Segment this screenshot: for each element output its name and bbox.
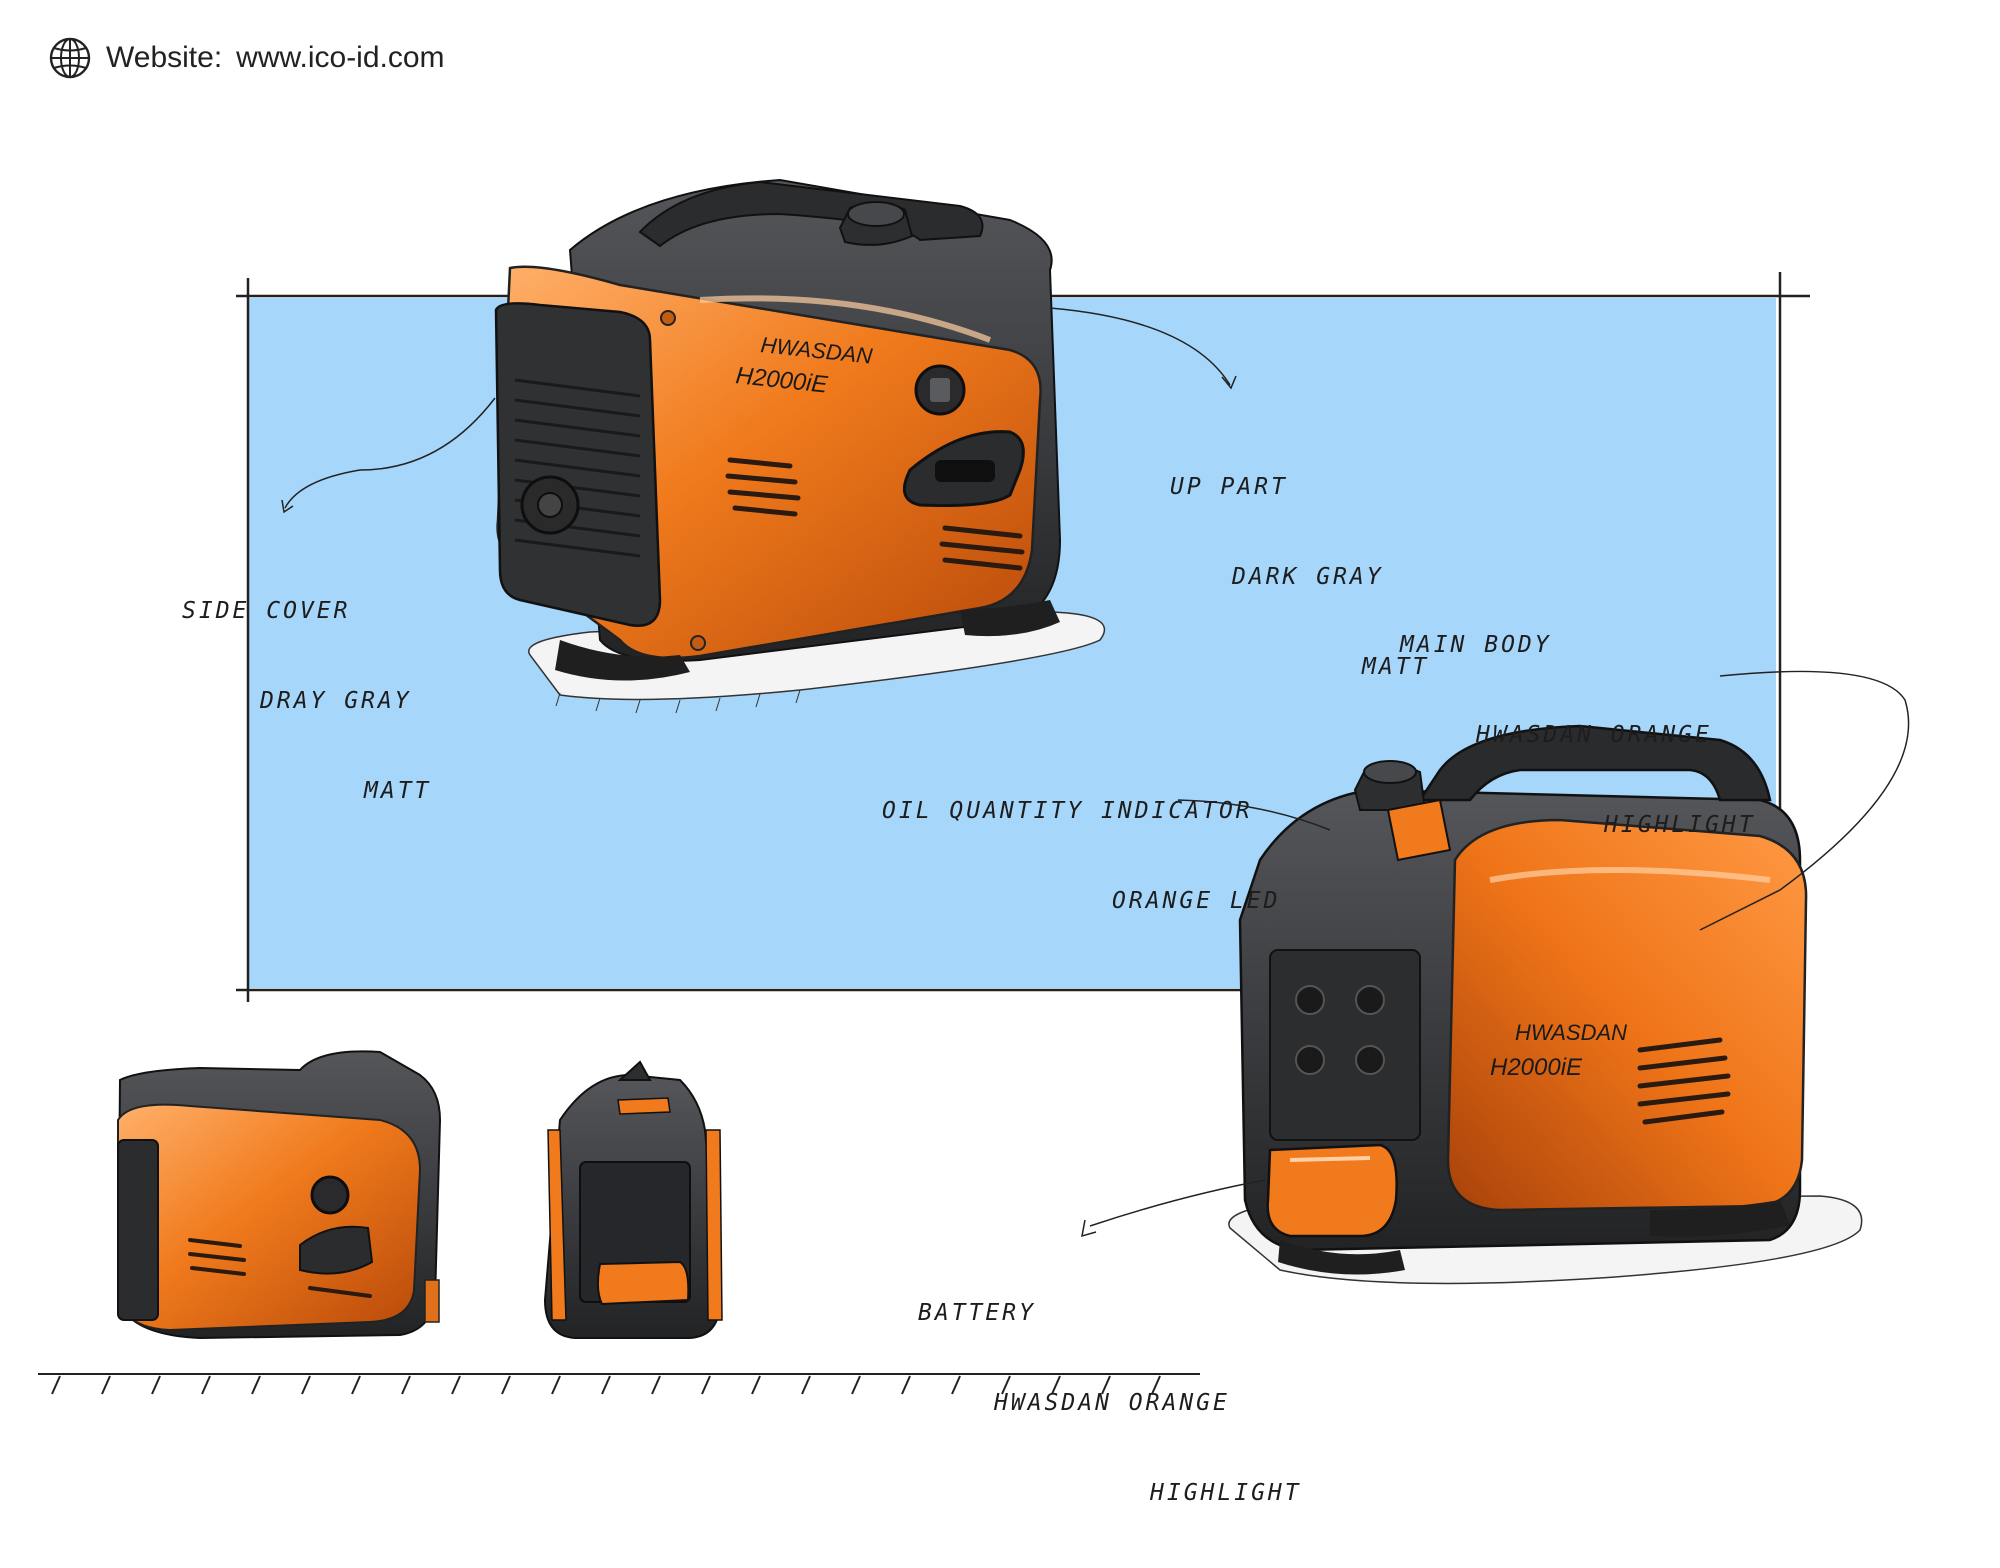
globe-icon: [49, 37, 91, 79]
website-header: Website: www.ico-id.com: [48, 36, 445, 80]
note-up-part: UP PART DARK GRAY MATT: [1170, 474, 1430, 680]
note-oil-indicator: OIL QUANTITY INDICATOR ORANGE LED: [882, 798, 1281, 914]
model-text-rear: H2000iE: [1490, 1054, 1583, 1081]
website-label: Website:: [106, 41, 223, 74]
design-sketch-sheet: Website: www.ico-id.com: [38, 36, 1910, 1506]
brand-text-rear: HWASDAN: [1515, 1020, 1627, 1045]
note-side-cover: SIDE COVER DRAY GRAY MATT: [182, 598, 432, 804]
generator-rear-view: HWASDAN H2000iE: [1228, 724, 1863, 1285]
generator-front-view: HWASDAN H2000iE: [494, 178, 1106, 714]
website-url[interactable]: www.ico-id.com: [236, 41, 445, 74]
generator-side-view-small: [116, 1050, 442, 1340]
note-battery: BATTERY HWASDAN ORANGE HIGHLIGHT: [918, 1300, 1302, 1506]
ground-line: [38, 1373, 1200, 1395]
leader-lines: [281, 307, 1910, 1238]
note-main-body: MAIN BODY HWASDAN ORANGE HIGHLIGHT: [1400, 632, 1756, 838]
sketch-artwork: HWASDAN H2000iE: [38, 178, 1910, 1395]
generator-end-view-small: [543, 1060, 723, 1339]
